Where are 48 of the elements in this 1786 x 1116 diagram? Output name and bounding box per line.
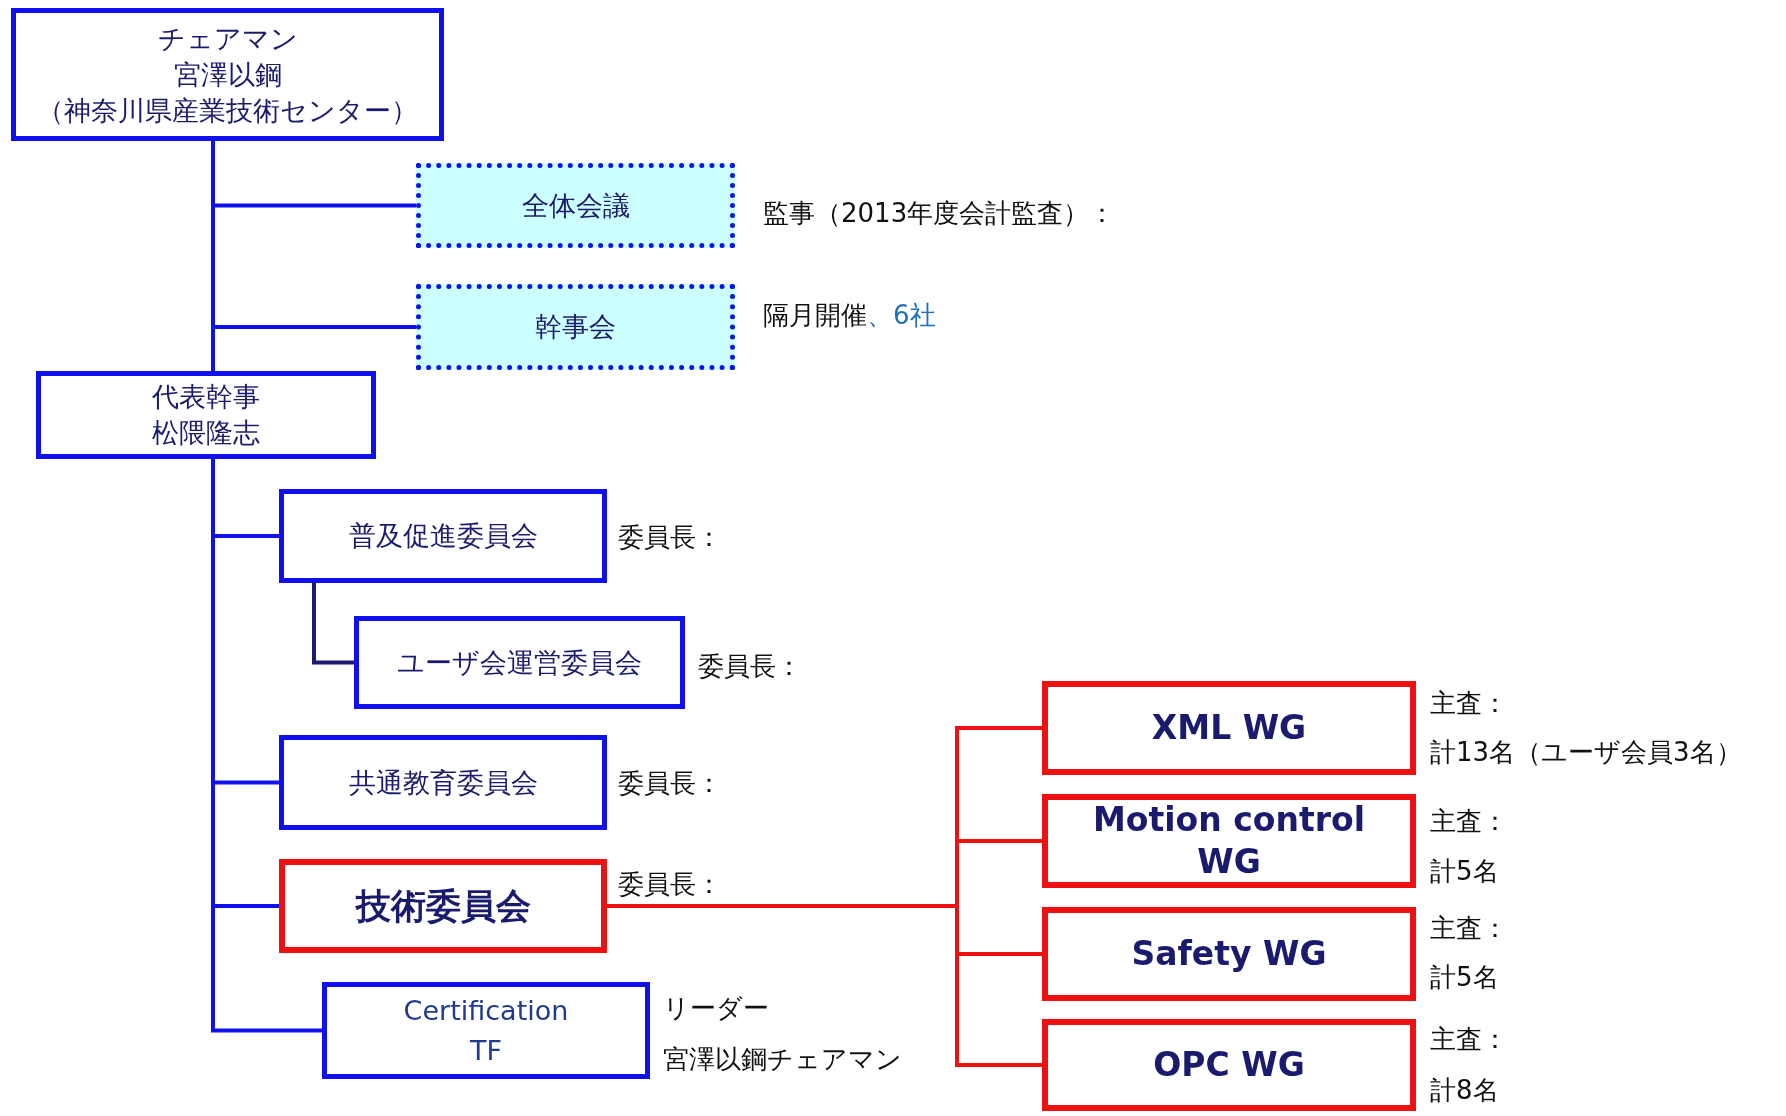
box-label: Safety WG [1131, 933, 1327, 975]
working-group-box [1042, 681, 1416, 775]
box-label: （神奈川県産業技術センター） [37, 93, 418, 128]
meeting-box [416, 163, 735, 248]
working-group-box [1042, 907, 1416, 1001]
box-label: 普及促進委員会 [348, 519, 538, 553]
box-label: 松隈隆志 [152, 416, 260, 450]
annotation-text: 計8名 [1430, 1074, 1499, 1107]
meeting-box [416, 284, 735, 370]
box-label: Certification TF [402, 993, 570, 1068]
committee-box [279, 489, 607, 583]
annotation-text: 宮澤以鋼チェアマン [663, 1043, 902, 1076]
annotation-text: 計13名（ユーザ会員3名） [1430, 736, 1742, 769]
working-group-box [1042, 1019, 1416, 1111]
annotation-text: 主査： [1430, 805, 1508, 838]
box-label: Motion control WG [1092, 799, 1366, 883]
box-label: チェアマン [157, 21, 298, 56]
committee-box [322, 982, 650, 1079]
annotation-text: 計5名 [1430, 961, 1499, 994]
committee-box [279, 735, 607, 830]
box-label: 宮澤以鋼 [173, 57, 282, 92]
annotation-text: 計5名 [1430, 855, 1499, 888]
box-label: ユーザ会運営委員会 [397, 645, 642, 680]
annotation-text: 委員長： [698, 650, 802, 683]
annotation-text: 主査： [1430, 687, 1508, 720]
committee-box [279, 859, 607, 953]
box-label: OPC WG [1153, 1044, 1305, 1086]
connector-line [211, 141, 215, 371]
annotation-text: 、6社 [867, 300, 936, 330]
annotation-text: 委員長： [618, 868, 722, 901]
annotation-text: 監事（2013年度会計監査）： [763, 198, 1116, 228]
annotation-text: 委員長： [618, 521, 722, 554]
box-label: 幹事会 [535, 310, 616, 344]
annotation-text: リーダー [663, 992, 769, 1025]
box-label: 技術委員会 [355, 888, 531, 924]
connector-line [312, 583, 354, 665]
working-group-box [1042, 794, 1416, 888]
box-label: XML WG [1151, 707, 1307, 749]
box-label: 代表幹事 [152, 380, 260, 414]
committee-box [36, 371, 376, 459]
box-label: 共通教育委員会 [348, 765, 538, 800]
annotation-text: 隔月開催 [763, 300, 867, 330]
box-label: 全体会議 [521, 188, 630, 223]
annotation-text: 委員長： [618, 767, 722, 800]
committee-box [354, 616, 685, 709]
committee-box [11, 8, 444, 141]
annotation-text: 主査： [1430, 912, 1508, 945]
annotation-text: 主査： [1430, 1023, 1508, 1056]
